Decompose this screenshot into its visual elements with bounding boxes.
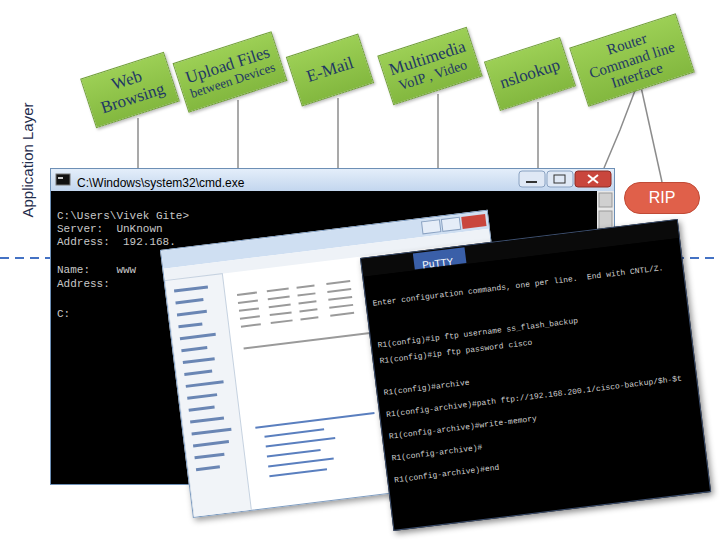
layer-label-holder: Application Layer [19, 102, 37, 217]
console-line-holder: C:\Users\Vivek Gite> [57, 205, 189, 223]
tab-title: E-Mail [304, 54, 356, 87]
tab-title: Router Command line Interface [577, 21, 687, 99]
application-tab: Router Command line Interface [569, 13, 695, 107]
application-tab: nslookup [484, 37, 576, 111]
terminal-line-holder: R1(config-archive)#path ftp://192.168.20… [385, 367, 683, 421]
protocol-box: RIP [624, 182, 700, 214]
application-tab: MultimediaVoIP , Video [377, 27, 482, 106]
console-line-holder: Name: www [57, 259, 136, 277]
terminal-line: R1(config-archive)#write-memory [388, 414, 537, 441]
application-tab: E-Mail [286, 34, 374, 107]
terminal-line: R1(config)#archive [383, 378, 470, 397]
console-line: Name: www [57, 264, 136, 276]
terminal-line: R1(config-archive)#end [394, 463, 500, 485]
window-title-holder: PuTTY [421, 251, 454, 273]
terminal-line: R1(config-archive)# [391, 443, 483, 463]
window-title-holder: C:\Windows\system32\cmd.exe [77, 173, 244, 191]
console-line: C:\Users\Vivek Gite> [57, 210, 189, 222]
terminal-line-holder: R1(config-archive)# [390, 436, 483, 465]
tab-title: RIP [649, 189, 676, 207]
application-tab: Upload Filesbetween Devices [173, 31, 288, 113]
console-line: C: [57, 308, 70, 320]
console-line-holder: C: [57, 303, 70, 321]
console-line: Address: 192.168. [57, 236, 176, 248]
tab-title: Web Browsing [88, 60, 172, 119]
application-tab: Web Browsing [80, 52, 180, 129]
console-line: Server: UnKnown [57, 223, 163, 235]
terminal-line: R1(config-archive)#path ftp://192.168.20… [386, 374, 683, 419]
layer-label: Application Layer [19, 102, 36, 217]
console-line: Address: [57, 278, 110, 290]
putty-window: PuTTYEnter configuration commands, one p… [360, 219, 711, 531]
window-title: PuTTY [422, 256, 454, 271]
connector-line [642, 89, 662, 182]
window-title: C:\Windows\system32\cmd.exe [77, 176, 244, 190]
terminal-line-holder: R1(config)#archive [382, 371, 470, 399]
tab-title: nslookup [497, 55, 562, 92]
connector-stroke [642, 89, 662, 182]
